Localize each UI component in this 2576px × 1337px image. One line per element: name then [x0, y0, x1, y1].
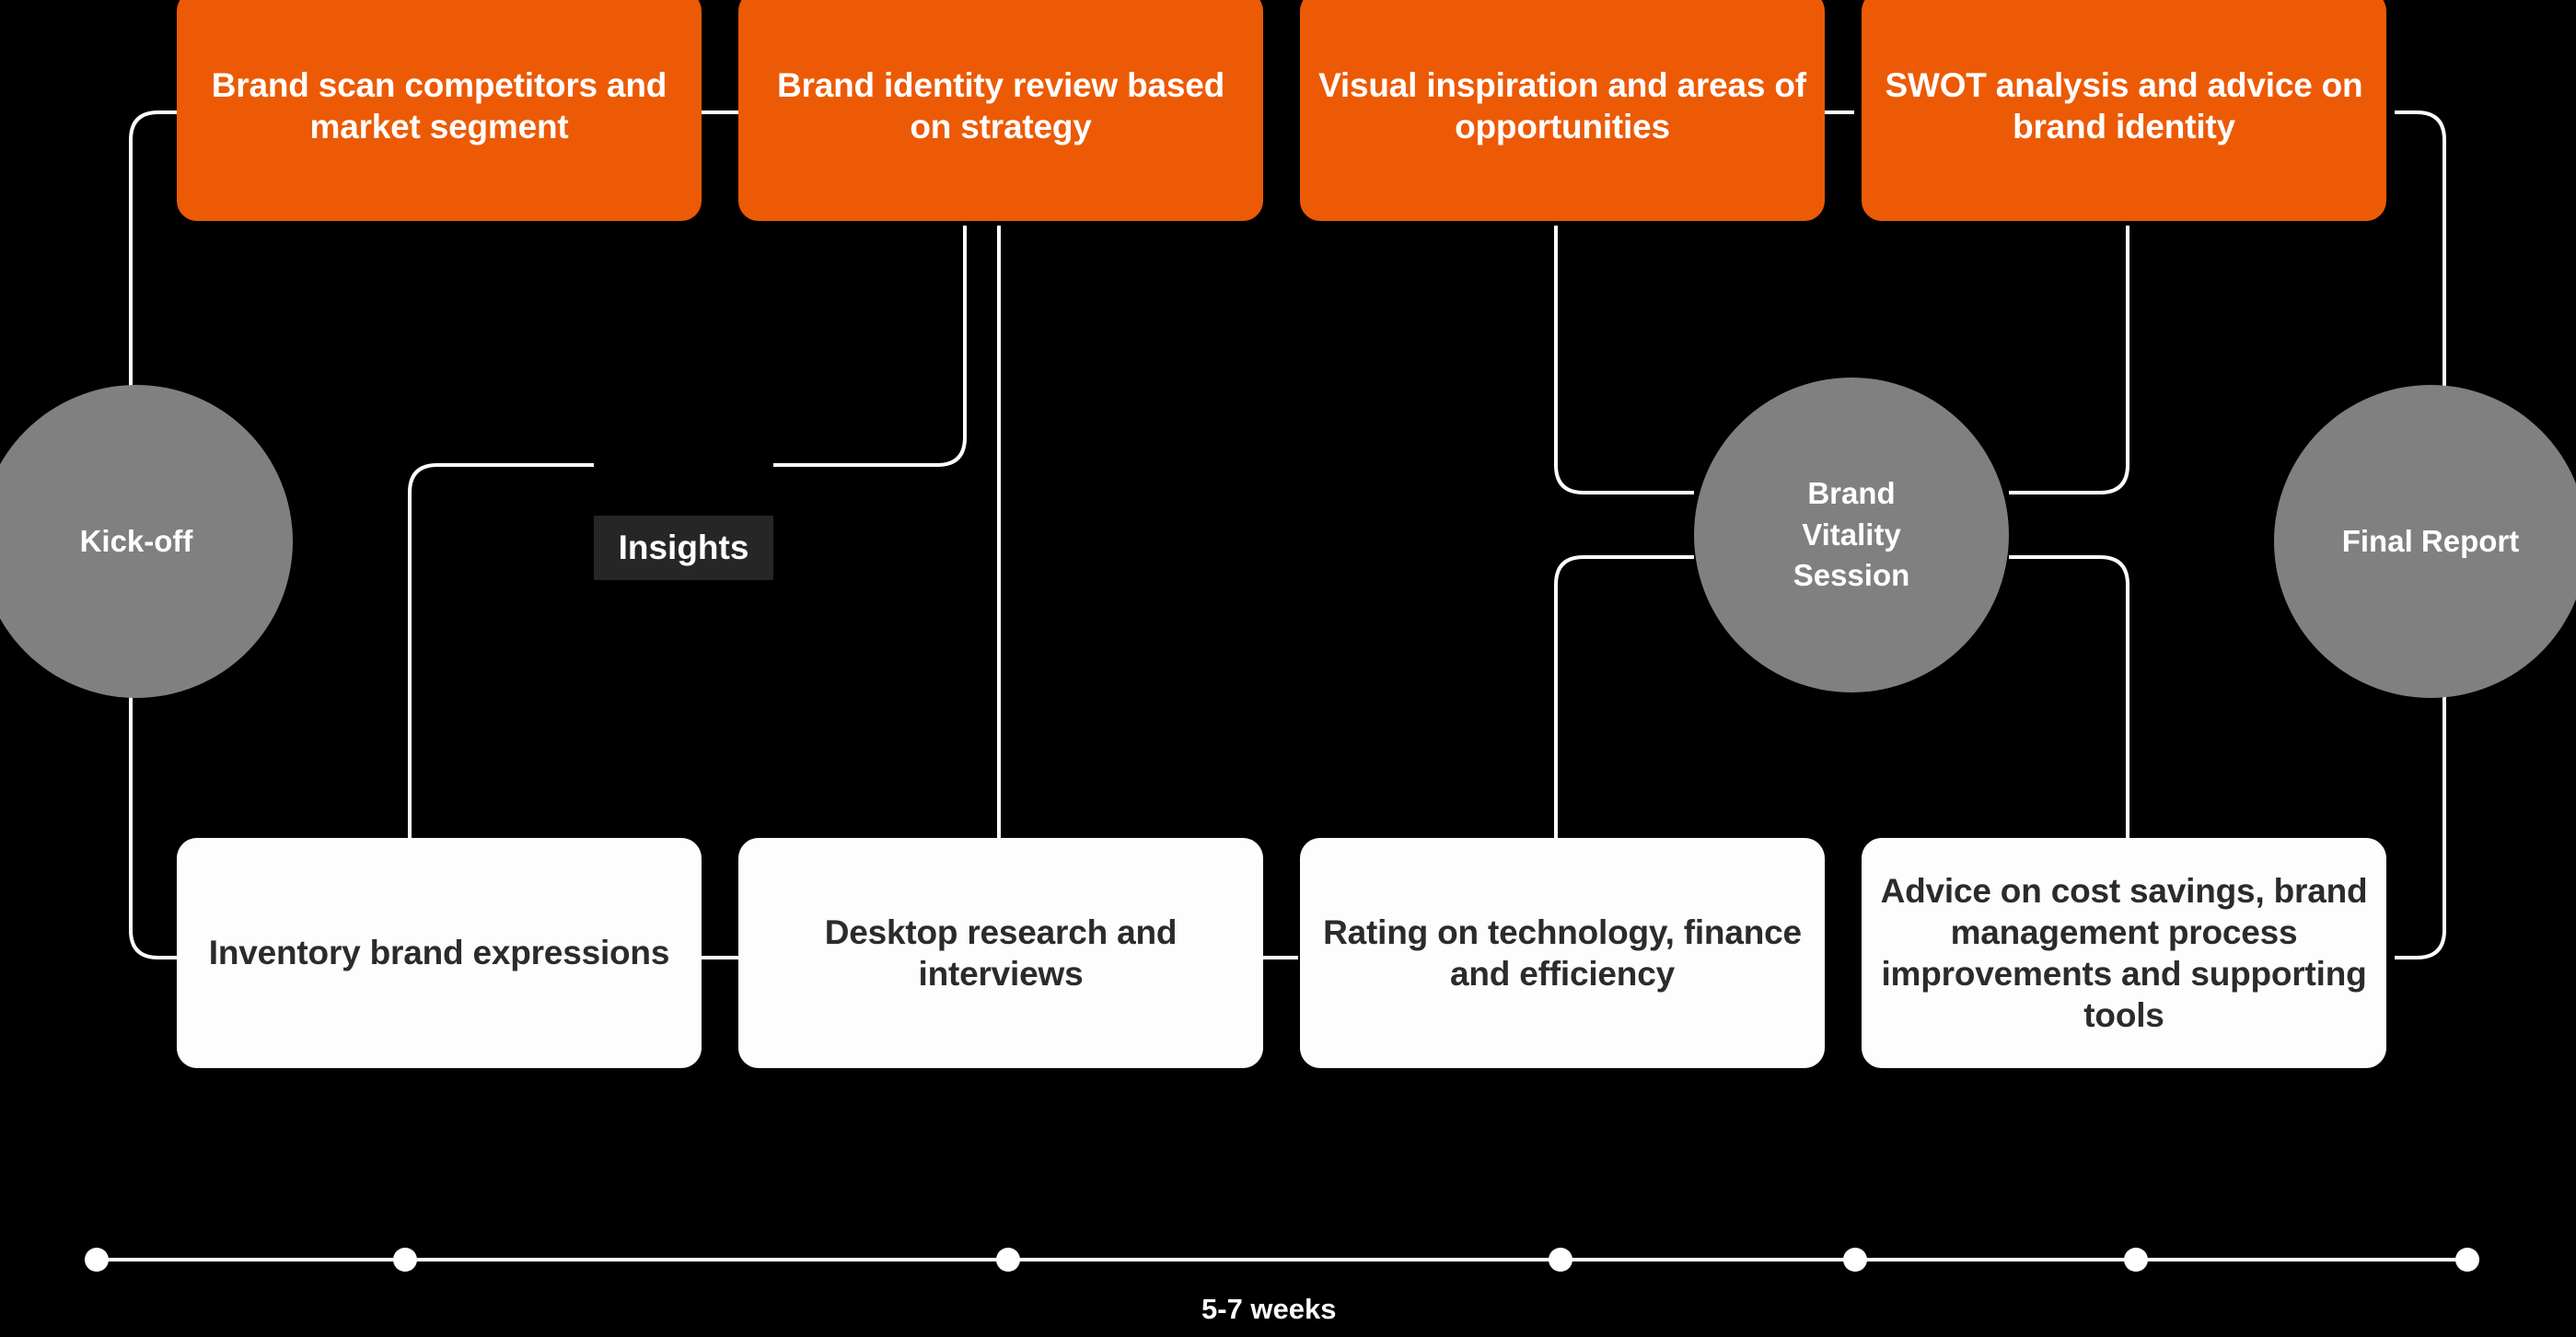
- bottom-box-rating-technology[interactable]: Rating on technology, finance and effici…: [1300, 838, 1825, 1068]
- timeline-dot: [85, 1248, 109, 1272]
- bottom-box-advice-cost-savings[interactable]: Advice on cost savings, brand management…: [1862, 838, 2386, 1068]
- badge-insights[interactable]: Insights: [594, 516, 773, 580]
- bottom-box-label: Rating on technology, finance and effici…: [1323, 913, 1802, 993]
- milestone-label: Final Report: [2341, 523, 2520, 558]
- milestone-label: Brand Vitality Session: [1793, 476, 1910, 593]
- timeline-dot: [2455, 1248, 2479, 1272]
- top-box-brand-scan[interactable]: Brand scan competitors and market segmen…: [177, 0, 702, 221]
- timeline-dot: [1843, 1248, 1867, 1272]
- wire-bvs-right-bottom: [2009, 555, 2129, 1059]
- wire-final-bottom-arm: [2395, 665, 2446, 959]
- timeline-duration-label: 5-7 weeks: [1201, 1293, 1337, 1325]
- timeline-dot: [996, 1248, 1020, 1272]
- top-box-visual-inspiration[interactable]: Visual inspiration and areas of opportun…: [1300, 0, 1825, 221]
- milestone-kick-off[interactable]: Kick-off: [0, 385, 293, 698]
- timeline-dot: [393, 1248, 417, 1272]
- top-box-swot-analysis[interactable]: SWOT analysis and advice on brand identi…: [1862, 0, 2386, 221]
- bottom-box-desktop-research[interactable]: Desktop research and interviews: [738, 838, 1263, 1068]
- wire-bvs-right-top: [2009, 226, 2129, 494]
- wire-bvs-top-arm: [1554, 226, 1694, 494]
- top-box-label: SWOT analysis and advice on brand identi…: [1885, 65, 2363, 145]
- milestone-brand-vitality-session[interactable]: Brand Vitality Session: [1694, 378, 2009, 692]
- top-box-label: Brand identity review based on strategy: [776, 65, 1225, 145]
- timeline-dot: [2124, 1248, 2148, 1272]
- bottom-box-label: Inventory brand expressions: [208, 934, 670, 972]
- top-box-label: Visual inspiration and areas of opportun…: [1318, 65, 1806, 145]
- timeline-dot: [1549, 1248, 1572, 1272]
- milestone-label: Kick-off: [79, 523, 193, 558]
- top-box-brand-identity-review[interactable]: Brand identity review based on strategy: [738, 0, 1263, 221]
- bottom-box-label: Desktop research and interviews: [824, 913, 1178, 993]
- badge-label: Insights: [618, 529, 749, 566]
- milestone-final-report[interactable]: Final Report: [2274, 385, 2576, 698]
- bottom-box-inventory-brand-expressions[interactable]: Inventory brand expressions: [177, 838, 702, 1068]
- wire-identity-to-insights: [773, 226, 967, 467]
- bottom-box-label: Advice on cost savings, brand management…: [1880, 871, 2368, 1035]
- top-box-label: Brand scan competitors and market segmen…: [211, 65, 667, 145]
- wire-final-top-arm: [2395, 110, 2446, 396]
- wire-bvs-bottom-arm: [1554, 555, 1694, 1059]
